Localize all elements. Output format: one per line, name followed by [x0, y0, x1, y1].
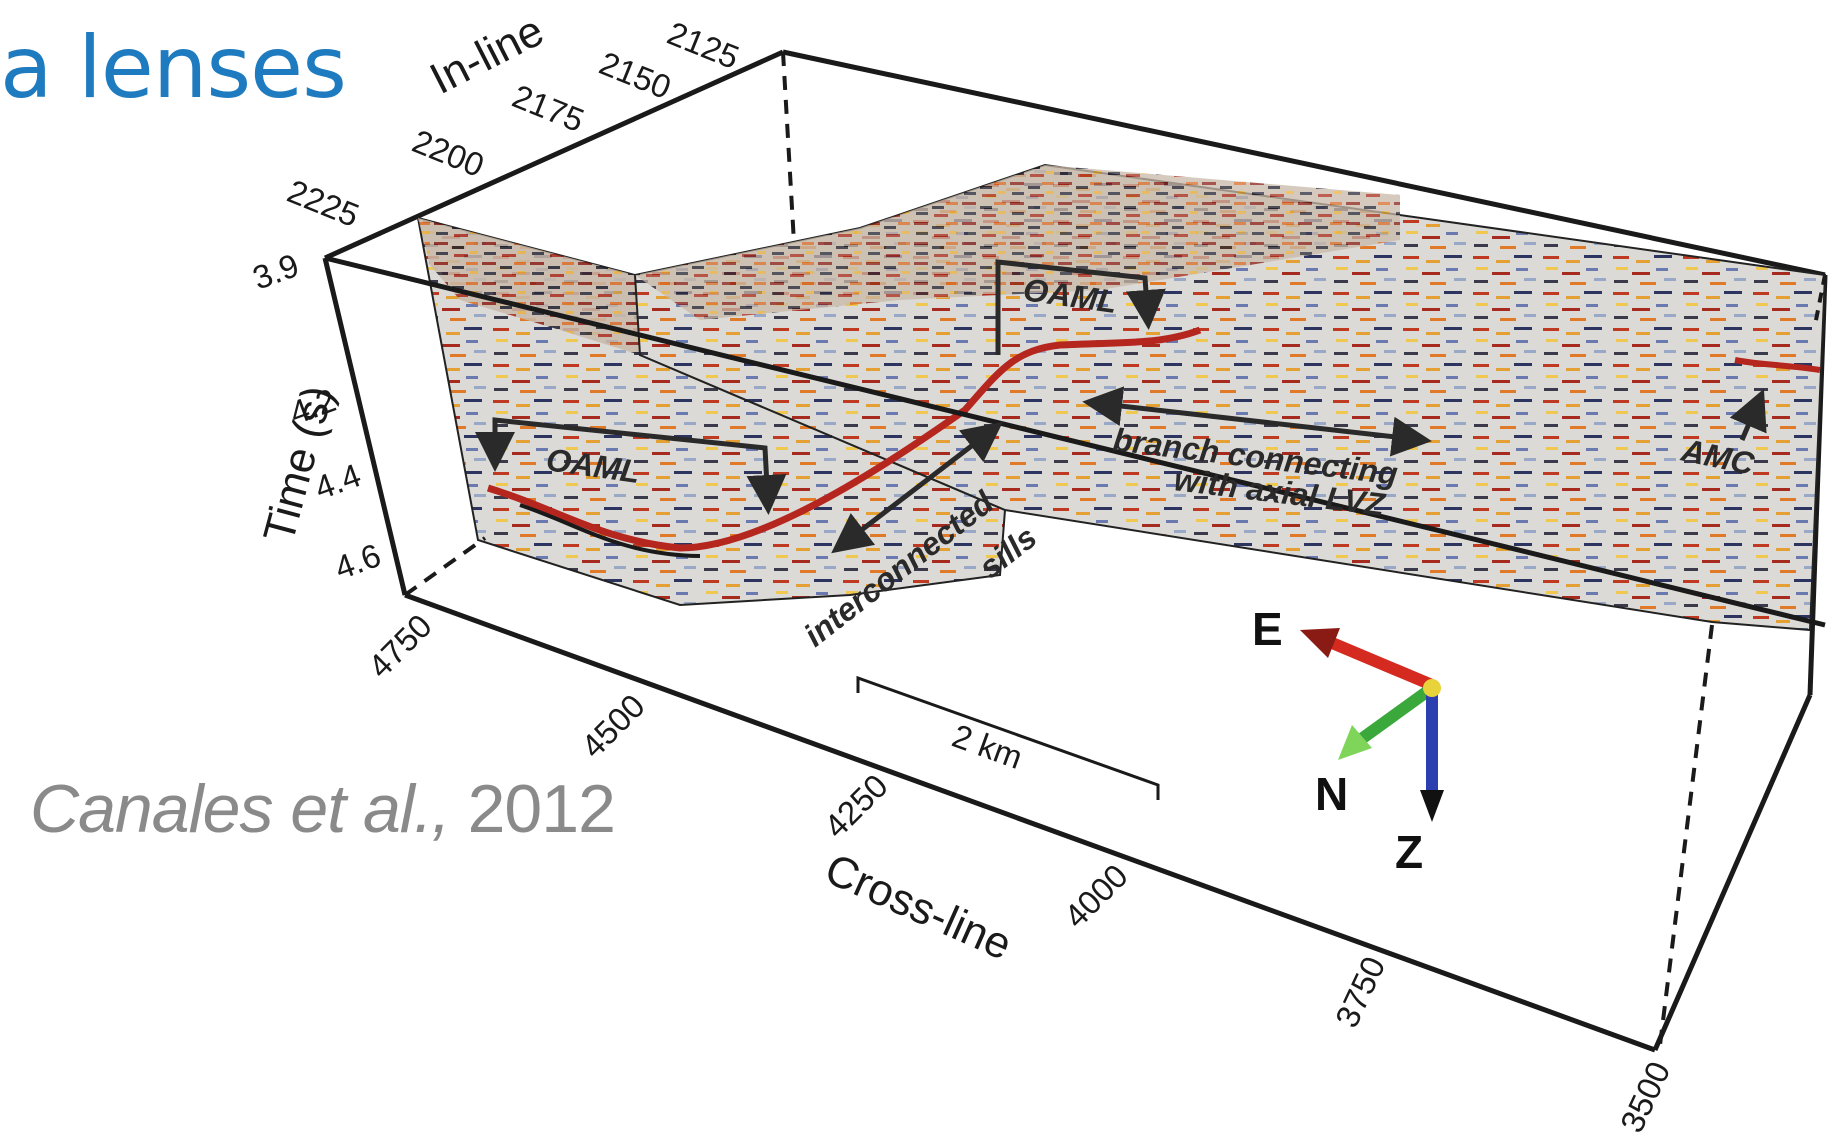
crossline-axis: Cross-line 4750 4500 4250 4000 3750 3500 [361, 607, 1678, 1138]
compass-north-label: N [1315, 768, 1348, 820]
east-arrow [1322, 634, 1435, 691]
time-tick: 3.9 [248, 246, 304, 296]
inline-tick: 2175 [507, 77, 589, 139]
time-axis: Time (s) 3.9 4.2 4.4 4.6 [248, 246, 386, 586]
citation-year: 2012 [467, 771, 616, 847]
north-arrow [1356, 683, 1436, 745]
compass-down-label: Z [1395, 826, 1423, 878]
seismic-section [416, 163, 1827, 632]
amc-arrow [1729, 388, 1767, 441]
inline-tick: 2125 [662, 14, 744, 76]
crossline-tick: 4000 [1057, 857, 1135, 935]
crossline-tick: 4500 [574, 687, 652, 765]
inline-tick: 2200 [407, 122, 489, 184]
inline-tick: 2225 [282, 172, 364, 234]
crossline-tick: 3500 [1613, 1056, 1678, 1138]
scale-bar: 2 km [856, 675, 1160, 800]
crossline-axis-label: Cross-line [818, 844, 1019, 969]
seismic-panel-top-right [635, 165, 1400, 320]
compass-east-label: E [1252, 603, 1283, 655]
box-front-edges [322, 255, 1827, 1053]
branch-arrow [1082, 386, 1432, 457]
citation-authors: Canales et al., [30, 771, 451, 847]
crossline-tick: 4250 [817, 767, 895, 845]
amc-reflector [1734, 357, 1821, 373]
citation: Canales et al., 2012 [30, 770, 616, 848]
scale-bar-label: 2 km [948, 717, 1028, 776]
crossline-tick: 4750 [361, 607, 439, 685]
sills-arrow [831, 421, 1003, 554]
reflector-horizon-dark [519, 503, 701, 558]
inline-tick: 2150 [594, 44, 676, 106]
slide-title: a lenses [0, 18, 347, 118]
oaml-right-bracket [995, 259, 1166, 355]
inline-axis: In-line 2125 2150 2175 2200 2225 [282, 6, 744, 234]
crossline-tick: 3750 [1328, 951, 1393, 1033]
orientation-compass: E N Z [1252, 603, 1444, 878]
time-tick: 4.6 [330, 536, 386, 586]
